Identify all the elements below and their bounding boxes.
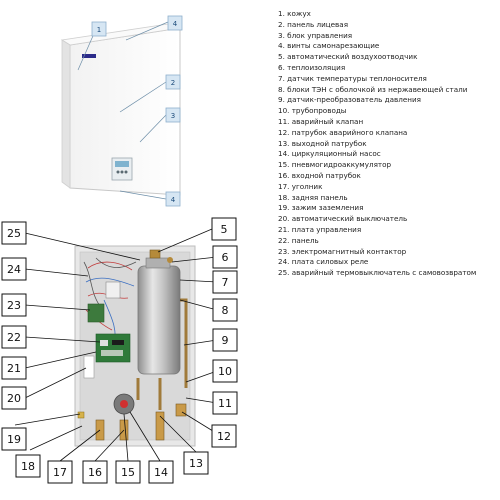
callout-3-top: 3 <box>171 112 175 120</box>
legend-item: 10. трубопроводы <box>278 106 347 116</box>
contactor <box>105 281 121 299</box>
callout-2-top: 2 <box>171 79 175 87</box>
callout-22: 22 <box>7 331 21 344</box>
control-board <box>95 333 131 363</box>
circuit-breaker <box>83 355 95 379</box>
callout-17: 17 <box>53 466 67 479</box>
main-callouts: 25 24 23 22 21 20 19 18 17 16 15 14 13 1… <box>1 217 238 484</box>
callout-10: 10 <box>218 365 232 378</box>
callout-7: 7 <box>222 276 229 289</box>
callout-1-top: 1 <box>97 26 101 34</box>
callout-19: 19 <box>7 433 21 446</box>
legend-item: 19. зажим заземления <box>278 203 364 213</box>
brand-logo <box>82 54 96 58</box>
legend-item: 1. кожух <box>278 9 311 18</box>
legend-item: 9. датчик-преобразователь давления <box>278 95 421 105</box>
legend-item: 13. выходной патрубок <box>278 138 367 148</box>
legend-item: 14. циркуляционный насос <box>278 149 381 159</box>
relay-board <box>87 303 105 323</box>
legend-item: 21. плата управления <box>278 224 362 234</box>
callout-4-bottom: 4 <box>171 196 176 204</box>
legend-item: 4. винты самонарезающие <box>278 41 380 51</box>
legend-item: 20. автоматический выключатель <box>278 214 408 224</box>
callout-5: 5 <box>221 223 228 236</box>
legend-item: 16. входной патрубок <box>278 170 361 180</box>
legend-item: 6. теплоизоляция <box>278 62 346 72</box>
callout-9: 9 <box>222 334 229 347</box>
parts-legend: 1. кожух 2. панель лицевая 3. блок управ… <box>278 9 500 279</box>
legend-item: 25. аварийный термовыключатель с самовоз… <box>278 268 477 278</box>
top-callouts: 1 4 2 3 4 <box>91 15 183 207</box>
main-leader-lines <box>14 228 222 462</box>
callout-21: 21 <box>7 362 21 375</box>
legend-item: 5. автоматический воздухоотводчик <box>278 52 418 62</box>
boiler-front-view <box>60 23 181 196</box>
legend-item: 22. панель <box>278 235 319 245</box>
legend-item: 15. пневмогидроаккумулятор <box>278 160 392 170</box>
legend-item: 8. блоки ТЭН с оболочкой из нержавеющей … <box>278 84 468 94</box>
heater-tank <box>137 265 181 375</box>
callout-12: 12 <box>217 430 231 443</box>
legend-item: 3. блок управления <box>278 30 353 40</box>
callout-11: 11 <box>218 397 232 410</box>
boiler-internal-view <box>74 245 196 447</box>
callout-20: 20 <box>7 392 21 405</box>
callout-23: 23 <box>7 299 21 312</box>
legend-item: 17. уголник <box>278 181 323 191</box>
legend-item: 23. электромагнитный контактор <box>278 246 407 256</box>
legend-item: 7. датчик температуры теплоносителя <box>278 73 427 83</box>
legend-item: 2. панель лицевая <box>278 19 349 29</box>
callout-14: 14 <box>154 466 168 479</box>
callout-25: 25 <box>7 227 21 240</box>
legend-item: 24. плата силовых реле <box>278 257 369 267</box>
callout-4-top: 4 <box>173 20 178 28</box>
callout-6: 6 <box>222 251 229 264</box>
callout-15: 15 <box>121 466 135 479</box>
legend-item: 12. патрубок аварийного клапана <box>278 127 408 137</box>
legend-item: 18. задняя панель <box>278 192 348 202</box>
legend-item: 11. аварийный клапан <box>278 116 364 126</box>
callout-24: 24 <box>7 263 21 276</box>
callout-13: 13 <box>189 457 203 470</box>
callout-16: 16 <box>88 466 102 479</box>
callout-8: 8 <box>222 304 229 317</box>
callout-18: 18 <box>21 460 35 473</box>
